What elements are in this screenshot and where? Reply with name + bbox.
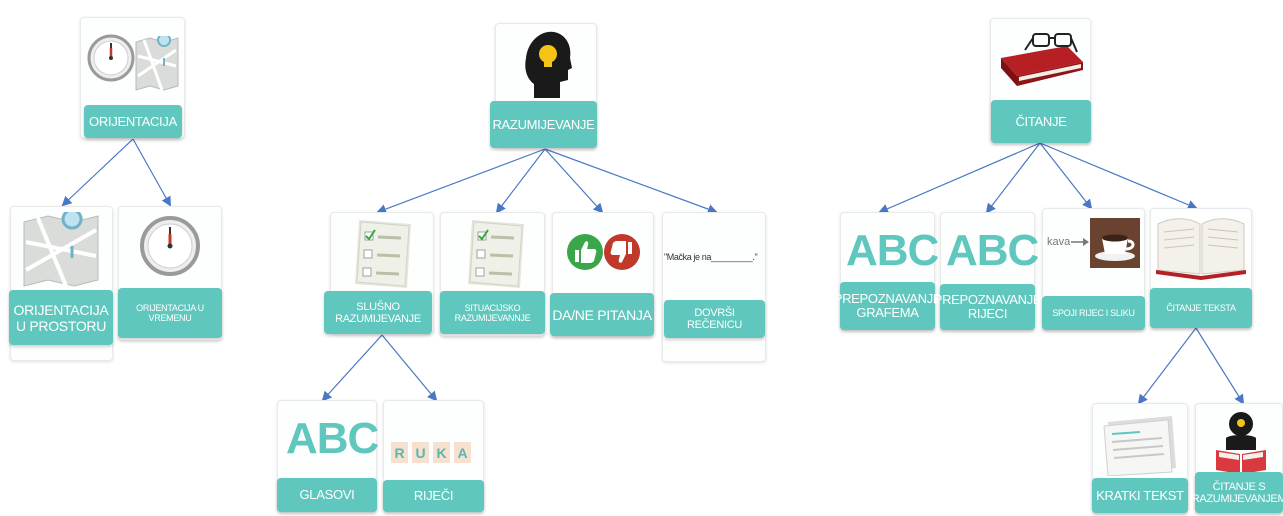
arrow-slusno-rijeci (381, 334, 438, 402)
node-orijentacija-vrijeme[interactable]: ORIJENTACIJA U VREMENU (118, 288, 222, 338)
reading-person-icon (1216, 412, 1266, 474)
arrow-orijentacija-vrijeme (132, 138, 171, 207)
arrow-razumijevanje-situacijsko (495, 148, 546, 214)
open-book-icon (1156, 218, 1246, 280)
arrow-citanje-grafema (878, 142, 1041, 214)
node-citanje-razum[interactable]: ČITANJE S RAZUMIJEVANJEM (1192, 472, 1283, 513)
arrow-razumijevanje-dane (544, 148, 604, 214)
node-rijeci[interactable]: RIJEČI (383, 480, 484, 512)
letter-tile: R (391, 442, 408, 463)
node-prep-rijeci[interactable]: PREPOZNAVANJE RIJECI (934, 284, 1042, 330)
clock-icon (87, 34, 135, 82)
letter-tile: K (433, 442, 450, 463)
checklist-icon (355, 220, 411, 288)
book-glasses-icon (1001, 33, 1083, 86)
node-prep-grafema[interactable]: PREPOZNAVANJE GRAFEMA (834, 282, 942, 330)
map-icon (135, 36, 179, 91)
head-lightbulb-icon (525, 31, 572, 98)
clock-icon (140, 216, 200, 276)
kava-word: kava (1047, 236, 1071, 248)
arrow-citanje-spoji (1039, 142, 1093, 210)
node-citanje[interactable]: ČITANJE (991, 100, 1091, 143)
node-orijentacija[interactable]: ORIJENTACIJA (84, 105, 182, 138)
arrow-orijentacija-prostor (61, 138, 134, 207)
node-razumijevanje[interactable]: RAZUMIJEVANJE (490, 101, 597, 148)
checklist-icon (468, 220, 524, 288)
arrow-citanje-teksta (1039, 142, 1198, 210)
node-dane[interactable]: DA/NE PITANJA (550, 293, 654, 336)
node-dovrsi-card (662, 212, 766, 362)
letter-tile: A (454, 442, 471, 463)
arrow-citanje-rijeci (985, 142, 1041, 214)
node-citanje-teksta[interactable]: ČITANJE TEKSTA (1150, 288, 1252, 328)
arrow-teksta-kratki (1137, 327, 1197, 405)
coffee-cup-icon (1090, 218, 1140, 268)
thumbs-down-icon (604, 234, 640, 270)
document-icon (1103, 416, 1176, 476)
arrow-razumijevanje-slusno (376, 148, 546, 214)
abc-image: ABC (286, 414, 379, 463)
node-spoji[interactable]: SPOJI RIJEC I SLIKU (1042, 296, 1145, 330)
arrow-razumijevanje-dovrsi (544, 148, 718, 214)
node-kratki[interactable]: KRATKI TEKST (1092, 478, 1188, 513)
sentence-text: "Mačka je na_________." (664, 252, 758, 262)
arrow-teksta-razum (1195, 327, 1245, 405)
node-glasovi[interactable]: GLASOVI (277, 478, 377, 512)
arrow-right-icon (1071, 238, 1089, 246)
thumbs-up-icon (567, 234, 603, 270)
abc-image: ABC (846, 226, 939, 275)
node-situacijsko[interactable]: SITUACIJSKO RAZUMIJEVANNJE (440, 291, 545, 334)
map-icon (23, 212, 99, 287)
node-slusno[interactable]: SLUŠNO RAZUMIJEVANJE (324, 291, 432, 334)
abc-image: ABC (946, 226, 1039, 275)
letter-tile: U (412, 442, 429, 463)
node-dovrsi[interactable]: DOVRŠI REČENICU (664, 300, 765, 338)
arrow-slusno-glasovi (321, 334, 383, 402)
node-orijentacija-prostor[interactable]: ORIJENTACIJA U PROSTORU (9, 290, 113, 345)
